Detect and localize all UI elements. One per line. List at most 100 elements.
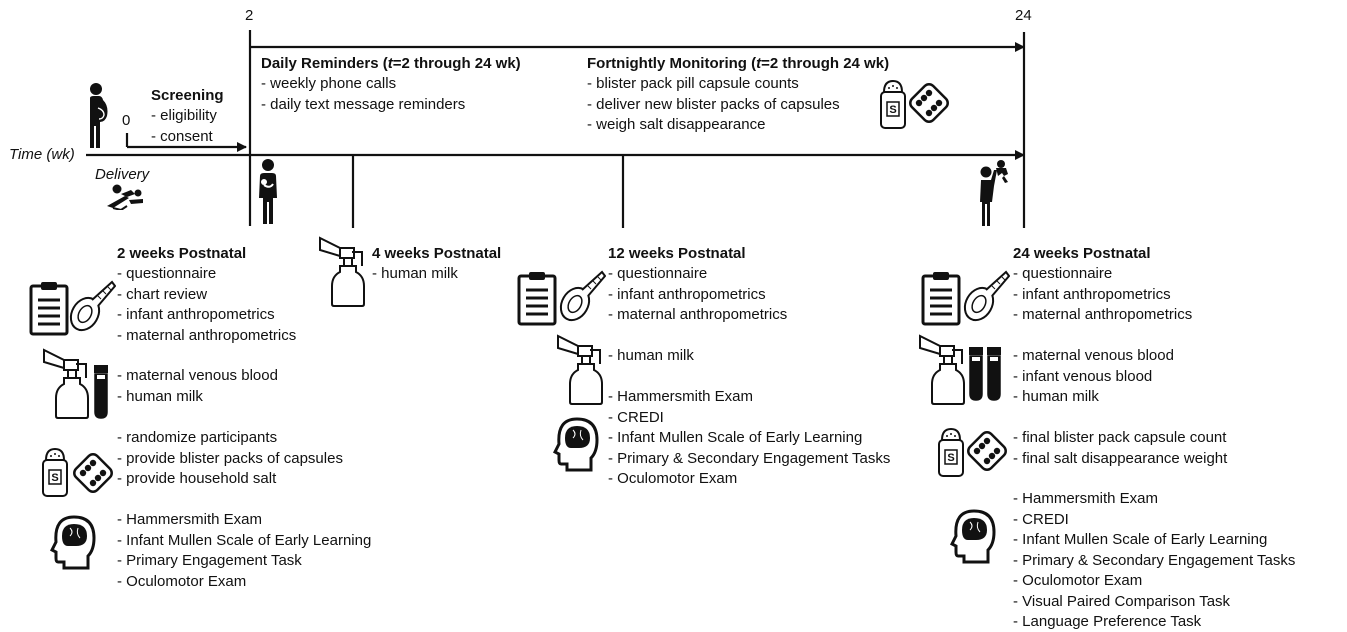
list-item: - Oculomotor Exam bbox=[117, 572, 247, 590]
list-item: - Hammersmith Exam bbox=[1013, 490, 1159, 507]
list-item: - human milk bbox=[372, 265, 458, 282]
wk24-supplement-list: - final blister pack capsule count - fin… bbox=[1013, 428, 1227, 469]
wk4-list: - human milk bbox=[372, 264, 458, 285]
list-item: - provide household salt bbox=[117, 470, 277, 487]
fortnightly-title: Fortnightly Monitoring (t=2 through 24 w… bbox=[587, 54, 889, 74]
list-item: - weigh salt disappearance bbox=[587, 116, 766, 133]
breast-pump-icon bbox=[319, 236, 365, 307]
list-item: - final blister pack capsule count bbox=[1013, 429, 1227, 446]
salt-shaker-icon: S bbox=[42, 447, 68, 497]
delivery-icon bbox=[107, 184, 143, 210]
clipboard-icon bbox=[29, 282, 69, 336]
list-item: - final salt disappearance weight bbox=[1013, 449, 1228, 467]
list-item: - Infant Mullen Scale of Early Learning bbox=[1013, 531, 1268, 548]
head-brain-icon bbox=[50, 515, 96, 570]
salt-label: S bbox=[51, 472, 58, 484]
salt-shaker-icon: S bbox=[938, 427, 964, 477]
measuring-tape-icon bbox=[963, 270, 1010, 322]
list-item: - Primary & Secondary Engagement Tasks bbox=[1013, 551, 1296, 569]
list-item: - human milk bbox=[1013, 388, 1099, 405]
list-item: - infant anthropometrics bbox=[608, 285, 766, 303]
list-item: - infant anthropometrics bbox=[117, 306, 275, 323]
wk12-samples-list: - human milk bbox=[608, 346, 694, 367]
blood-tube-icon bbox=[987, 347, 1001, 401]
list-item: - Primary & Secondary Engagement Tasks bbox=[608, 449, 891, 467]
screening-title: Screening bbox=[151, 87, 224, 104]
list-item: - maternal anthropometrics bbox=[117, 326, 297, 344]
tick-2-label: 2 bbox=[245, 7, 254, 24]
time-axis-label: Time (wk) bbox=[9, 146, 75, 163]
list-item: - chart review bbox=[117, 285, 208, 303]
wk24-title: 24 weeks Postnatal bbox=[1013, 245, 1151, 262]
list-item: - randomize participants bbox=[117, 429, 278, 446]
list-item: - blister pack pill capsule counts bbox=[587, 75, 799, 92]
fortnightly-list: - blister pack pill capsule counts - del… bbox=[587, 74, 840, 136]
mother-holding-infant-icon bbox=[259, 159, 277, 224]
title-part: Daily Reminders ( bbox=[261, 55, 388, 72]
list-item: - maternal venous blood bbox=[1013, 347, 1174, 364]
measuring-tape-icon bbox=[69, 280, 116, 332]
blister-pack-icon bbox=[73, 453, 113, 493]
breast-pump-icon bbox=[919, 334, 965, 405]
salt-label: S bbox=[947, 452, 954, 464]
tick-0-label: 0 bbox=[122, 112, 131, 129]
wk24-neuro-list: - Hammersmith Exam - CREDI - Infant Mull… bbox=[1013, 489, 1295, 632]
list-item: - infant venous blood bbox=[1013, 367, 1153, 385]
wk2-questionnaire-list: - questionnaire - chart review - infant … bbox=[117, 264, 296, 346]
wk2-supplement-list: - randomize participants - provide blist… bbox=[117, 428, 343, 490]
list-item: - Oculomotor Exam bbox=[1013, 572, 1143, 589]
title-t: t bbox=[756, 55, 762, 72]
list-item: - maternal venous blood bbox=[117, 367, 278, 384]
breast-pump-icon bbox=[43, 348, 89, 419]
list-item: - eligibility bbox=[151, 107, 217, 124]
blister-pack-icon bbox=[967, 431, 1007, 471]
list-item: - questionnaire bbox=[1013, 265, 1113, 282]
list-item: - questionnaire bbox=[117, 265, 217, 282]
list-item: - human milk bbox=[608, 347, 694, 364]
list-item: - Hammersmith Exam bbox=[117, 511, 263, 528]
blood-tube-icon bbox=[94, 365, 108, 419]
list-item: - Infant Mullen Scale of Early Learning bbox=[117, 531, 372, 549]
list-item: - daily text message reminders bbox=[261, 95, 466, 113]
daily-reminders-title: Daily Reminders (t=2 through 24 wk) bbox=[261, 54, 521, 74]
blister-pack-icon bbox=[909, 83, 949, 123]
tick-24-label: 24 bbox=[1015, 7, 1032, 24]
list-item: - maternal anthropometrics bbox=[1013, 306, 1193, 323]
list-item: - human milk bbox=[117, 387, 203, 405]
list-item: - Infant Mullen Scale of Early Learning bbox=[608, 429, 863, 446]
wk2-title: 2 weeks Postnatal bbox=[117, 245, 247, 262]
wk12-title: 12 weeks Postnatal bbox=[608, 245, 746, 262]
title-part: =2 through 24 wk) bbox=[392, 55, 521, 72]
list-item: - infant anthropometrics bbox=[1013, 285, 1171, 303]
list-item: - weekly phone calls bbox=[261, 75, 397, 92]
wk4-title: 4 weeks Postnatal bbox=[372, 245, 502, 262]
list-item: - Oculomotor Exam bbox=[608, 470, 738, 487]
list-item: - questionnaire bbox=[608, 265, 708, 282]
pregnant-woman-icon bbox=[90, 83, 108, 148]
list-item: - Hammersmith Exam bbox=[608, 388, 754, 405]
salt-shaker-icon: S bbox=[880, 79, 906, 129]
parent-lifting-child-icon bbox=[980, 160, 1008, 226]
wk12-neuro-list: - Hammersmith Exam - CREDI - Infant Mull… bbox=[608, 387, 890, 490]
measuring-tape-icon bbox=[559, 270, 606, 322]
wk2-neuro-list: - Hammersmith Exam - Infant Mullen Scale… bbox=[117, 510, 371, 592]
salt-label: S bbox=[889, 104, 896, 116]
list-item: - Language Preference Task bbox=[1013, 613, 1202, 630]
list-item: - consent bbox=[151, 127, 213, 145]
wk24-samples-list: - maternal venous blood - infant venous … bbox=[1013, 346, 1174, 408]
list-item: - deliver new blister packs of capsules bbox=[587, 95, 840, 113]
head-brain-icon bbox=[553, 417, 599, 472]
blood-tube-icon bbox=[969, 347, 983, 401]
list-item: - provide blister packs of capsules bbox=[117, 449, 343, 467]
wk24-questionnaire-list: - questionnaire - infant anthropometrics… bbox=[1013, 264, 1192, 326]
daily-reminders-list: - weekly phone calls - daily text messag… bbox=[261, 74, 465, 115]
title-t: t bbox=[387, 55, 393, 72]
clipboard-icon bbox=[921, 272, 961, 326]
list-item: - Visual Paired Comparison Task bbox=[1013, 592, 1231, 610]
list-item: - maternal anthropometrics bbox=[608, 306, 788, 323]
title-part: Fortnightly Monitoring ( bbox=[587, 55, 757, 72]
wk12-questionnaire-list: - questionnaire - infant anthropometrics… bbox=[608, 264, 787, 326]
title-part: =2 through 24 wk) bbox=[761, 55, 890, 72]
